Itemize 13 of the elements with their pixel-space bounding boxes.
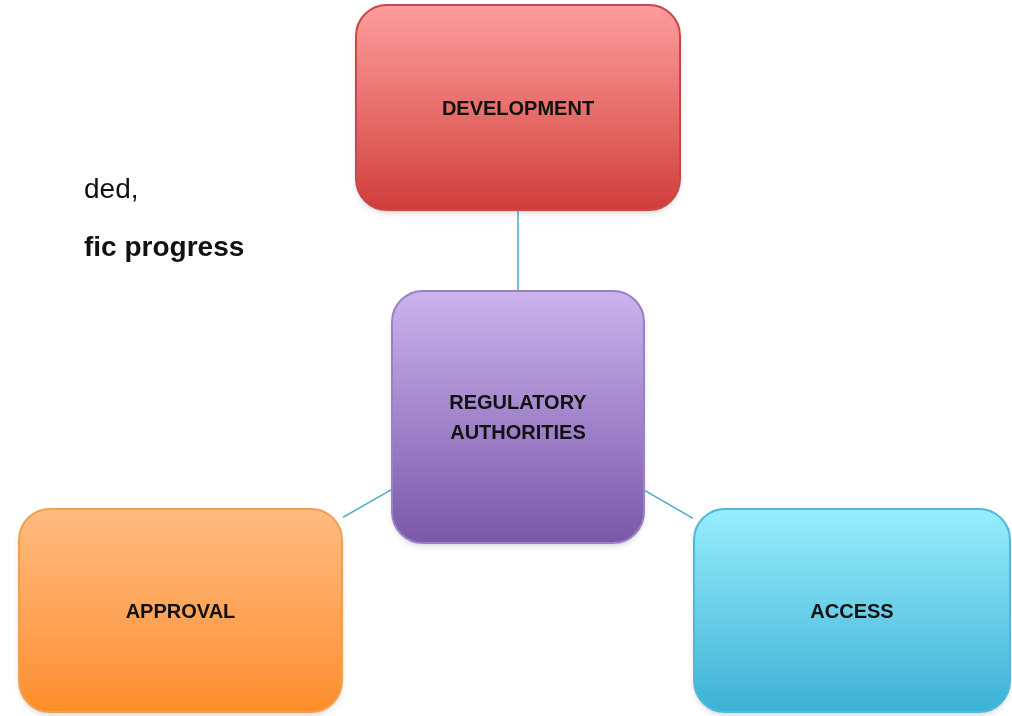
connector-line [644,489,694,520]
rounded-box [391,290,645,544]
box-label: ACCESS [810,598,894,624]
connector-line [342,489,392,519]
text-fragment: ded, [84,172,139,206]
rounded-box [693,508,1011,713]
box-label: REGULATORY AUTHORITIES [448,390,588,445]
rounded-box [355,4,681,211]
rounded-box [18,508,343,713]
connector-line [517,210,519,291]
box-label: APPROVAL [125,598,236,624]
box-label: DEVELOPMENT [441,95,595,121]
text-fragment: fic progress [84,230,245,264]
